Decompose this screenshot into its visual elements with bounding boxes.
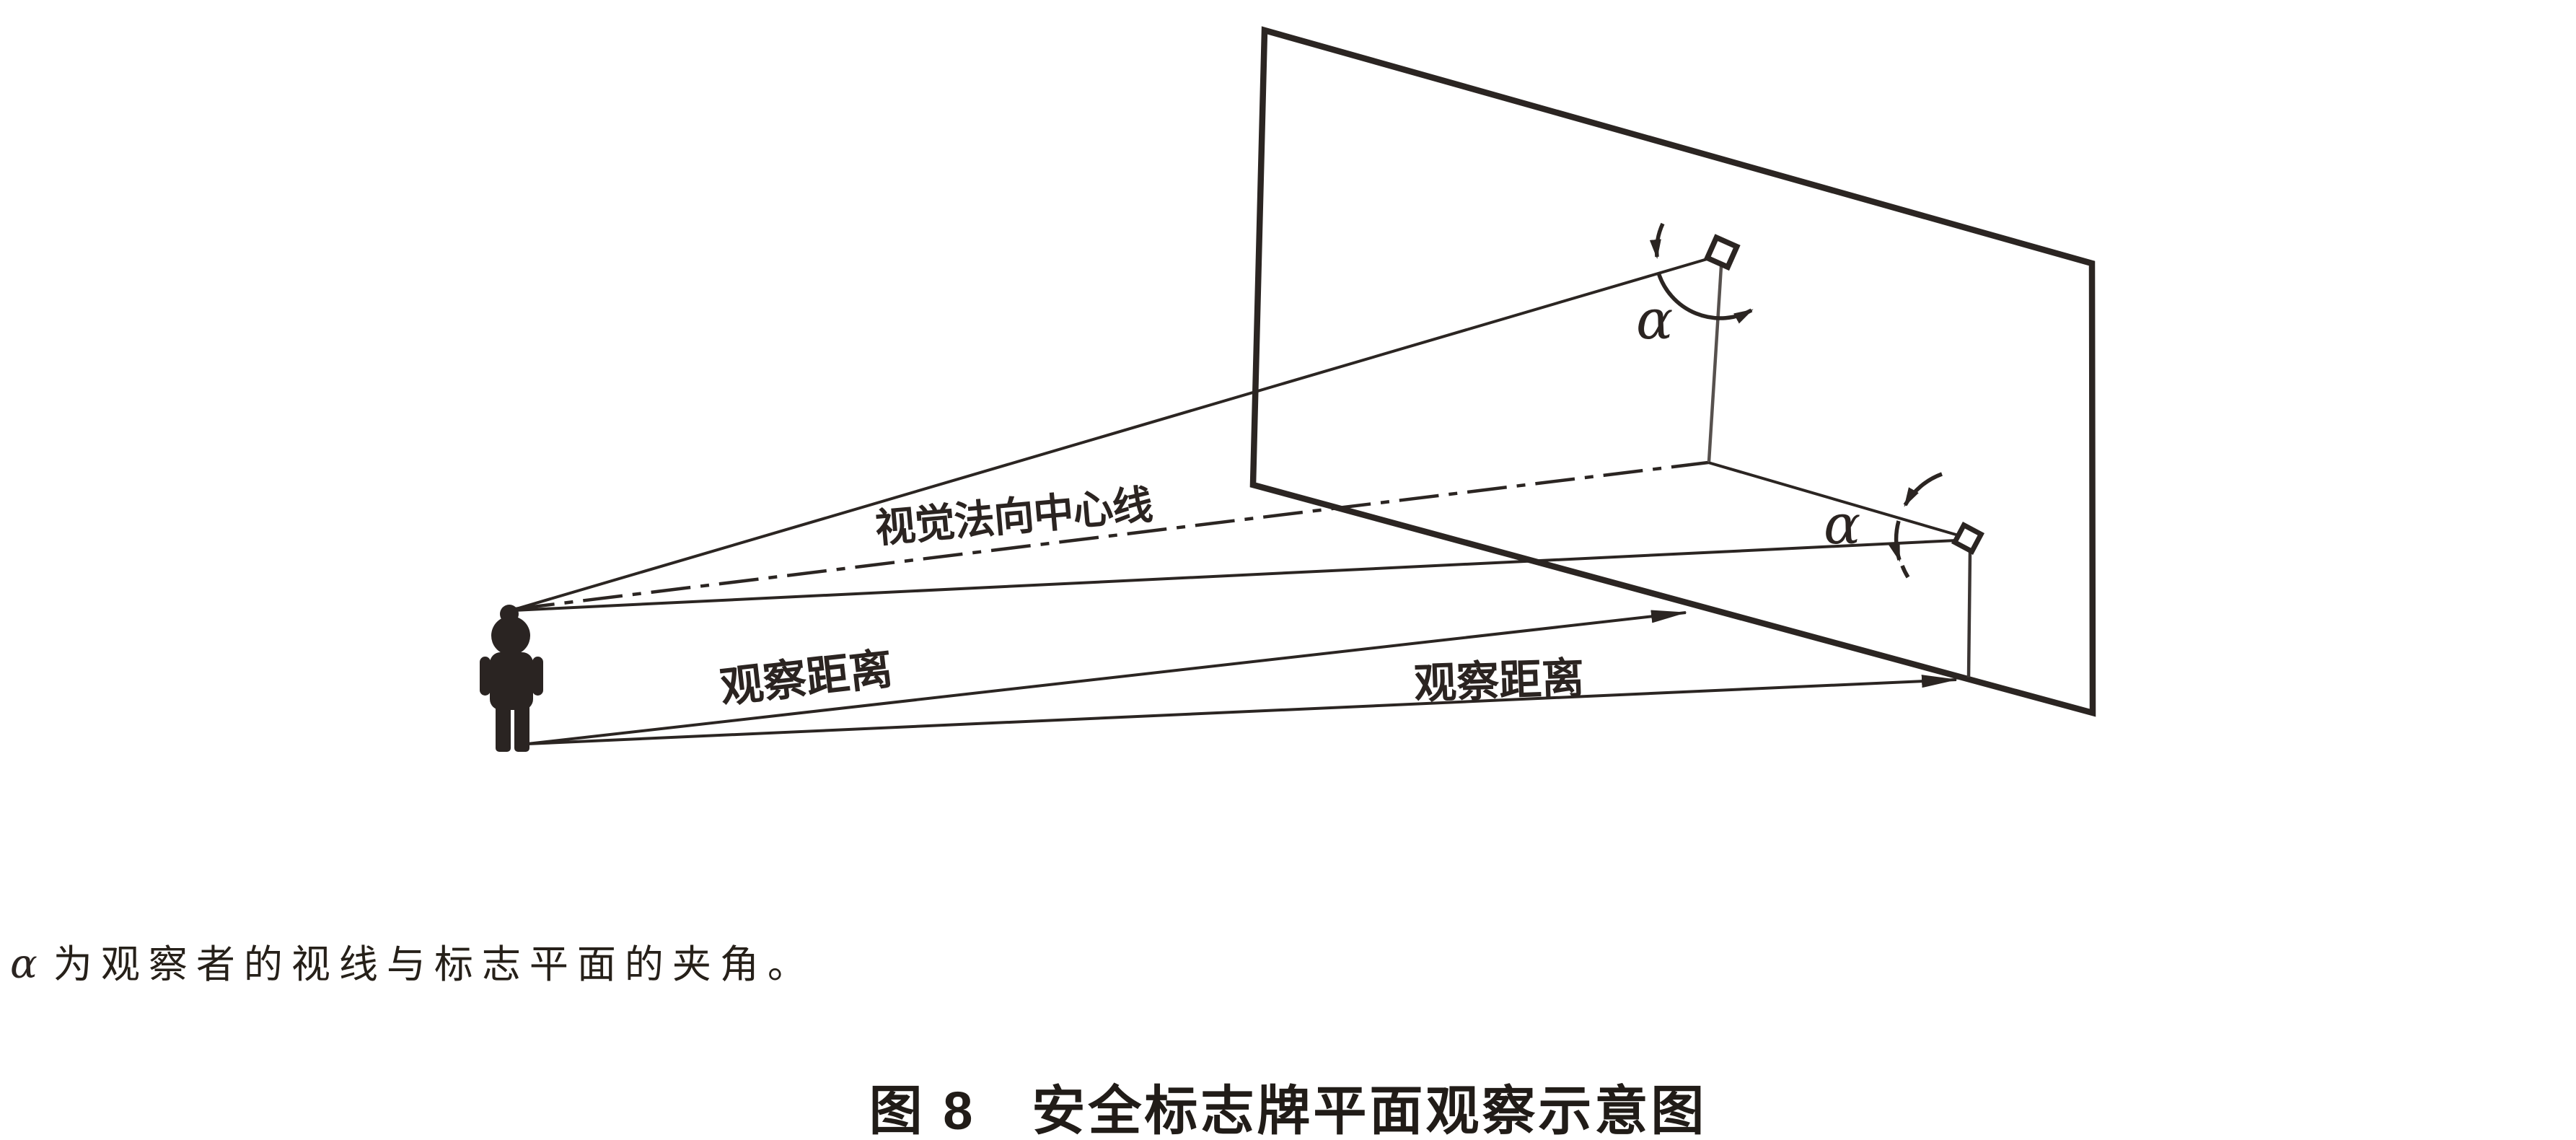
- drop-line-right-sign: [1966, 551, 1972, 678]
- person-arm-left: [480, 657, 491, 696]
- sight-line-right-sign: [513, 539, 1957, 612]
- figure-note-symbol: α: [10, 941, 38, 988]
- observation-distance-line-right: [527, 675, 1958, 745]
- drop-line-top-sign: [1707, 266, 1723, 462]
- angle-arc-top: [1649, 222, 1754, 324]
- observation-distance-line-left: [527, 610, 1687, 745]
- person-head: [491, 616, 530, 655]
- person-icon: [480, 605, 543, 752]
- angle-symbol-right: α: [1824, 492, 1861, 556]
- figure-title: 图 8 安全标志牌平面观察示意图: [869, 1081, 1707, 1140]
- visual-normal-center-line: [514, 460, 1709, 611]
- angle-symbol-top: α: [1636, 287, 1674, 351]
- person-arm-right: [532, 657, 543, 696]
- person-leg-right: [514, 691, 529, 752]
- sign-marker-top: [1703, 234, 1741, 271]
- sign-plane: [1249, 26, 2096, 717]
- wall-plane-line: [1707, 461, 1959, 537]
- angle-arc-right: [1889, 472, 1943, 579]
- sight-line-top-sign: [513, 257, 1710, 611]
- observation-distance-label-right: 观察距离: [1413, 654, 1586, 708]
- figure-note: α 为观察者的视线与标志平面的夹角。: [10, 932, 815, 989]
- person-leg-left: [496, 691, 511, 752]
- figure-note-text: 为观察者的视线与标志平面的夹角。: [53, 943, 815, 986]
- sign-marker-right: [1951, 522, 1984, 555]
